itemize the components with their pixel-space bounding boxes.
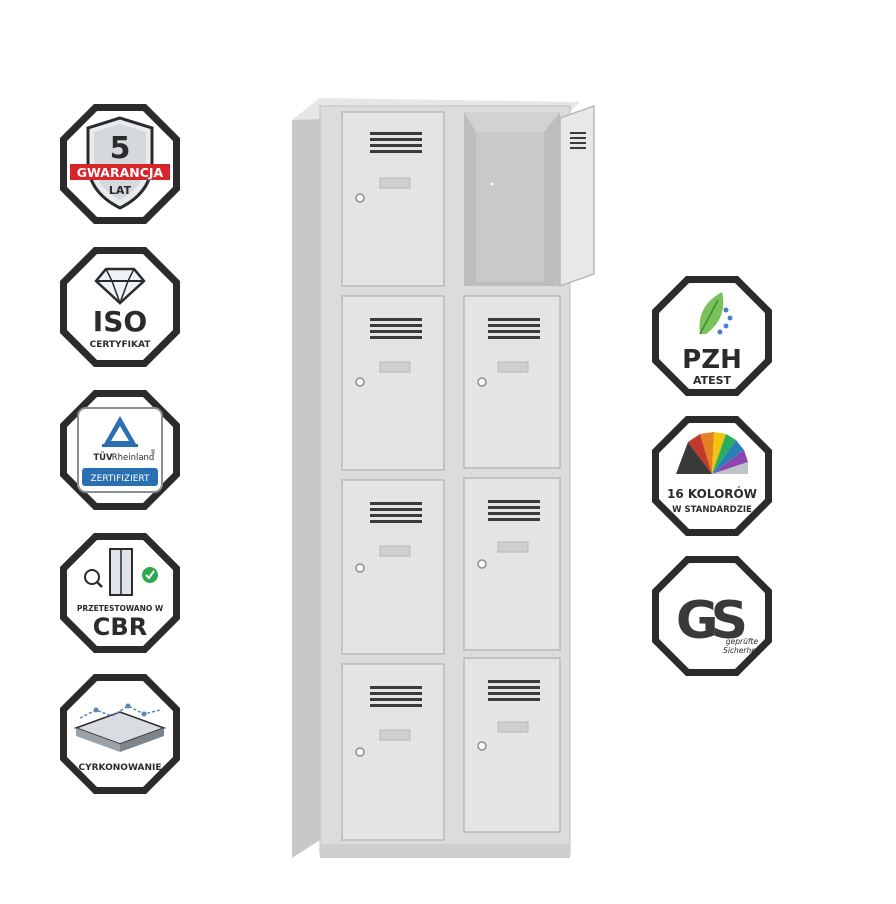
open-compartment-r1-c2[interactable] bbox=[464, 104, 595, 288]
gs-badge: GS geprüfte Sicherheit bbox=[648, 552, 776, 680]
pzh-caption: ATEST bbox=[693, 374, 732, 387]
tuv-mark: ® bbox=[151, 449, 156, 456]
colors-title: 16 KOLORÓW bbox=[667, 486, 757, 501]
pzh-badge: PZH ATEST bbox=[648, 272, 776, 400]
gs-title: GS bbox=[676, 591, 745, 651]
tuv-brand-a: TÜV bbox=[93, 452, 113, 463]
pzh-title: PZH bbox=[682, 345, 742, 375]
warranty-ribbon-label: GWARANCJA bbox=[77, 165, 164, 180]
iso-caption: CERTYFIKAT bbox=[90, 340, 152, 350]
tuv-caption: ZERTIFIZIERT bbox=[90, 474, 150, 484]
door-r3-c1[interactable] bbox=[341, 479, 445, 655]
door-r1-c1[interactable] bbox=[341, 111, 445, 287]
cbr-badge: PRZETESTOWANO W CBR bbox=[56, 529, 184, 657]
door-r2-c1[interactable] bbox=[341, 295, 445, 471]
warranty-ribbon bbox=[70, 164, 170, 180]
door-r4-c2[interactable] bbox=[463, 657, 561, 833]
cyrkonowanie-badge: CYRKONOWANIE bbox=[56, 670, 184, 798]
diamond-icon bbox=[94, 267, 146, 306]
warranty-caption: LAT bbox=[109, 184, 132, 197]
door-r2-c2[interactable] bbox=[463, 295, 561, 469]
tuv-brand-b: Rheinland bbox=[112, 453, 155, 463]
colors-badge: 16 KOLORÓW W STANDARDZIE bbox=[648, 412, 776, 540]
colors-caption: W STANDARDZIE bbox=[672, 505, 752, 515]
gs-mark-icon: GS bbox=[676, 591, 753, 651]
tuv-triangle-icon bbox=[102, 416, 138, 447]
locker-check-icon bbox=[84, 548, 158, 596]
iso-badge: ISO CERTYFIKAT bbox=[56, 243, 184, 371]
cbr-caption-small: PRZETESTOWANO W bbox=[77, 604, 164, 613]
leaf-dna-icon bbox=[699, 292, 733, 335]
warranty-badge: 5 GWARANCJA LAT bbox=[56, 100, 184, 228]
layers-icon bbox=[73, 703, 167, 752]
locker-cabinet-icon bbox=[292, 98, 595, 858]
locker-cabinet bbox=[280, 92, 600, 862]
door-r3-c2[interactable] bbox=[463, 477, 561, 651]
warranty-number: 5 bbox=[110, 131, 131, 166]
tuv-badge: TÜV Rheinland ® ZERTIFIZIERT bbox=[56, 386, 184, 514]
cyrkonowanie-caption: CYRKONOWANIE bbox=[79, 763, 162, 773]
color-fan-icon bbox=[676, 432, 748, 474]
cbr-title: CBR bbox=[93, 613, 147, 641]
iso-title: ISO bbox=[93, 305, 147, 338]
gs-line1: geprüfte bbox=[726, 637, 759, 646]
door-r4-c1[interactable] bbox=[341, 663, 445, 841]
gs-line2: Sicherheit bbox=[723, 646, 762, 655]
